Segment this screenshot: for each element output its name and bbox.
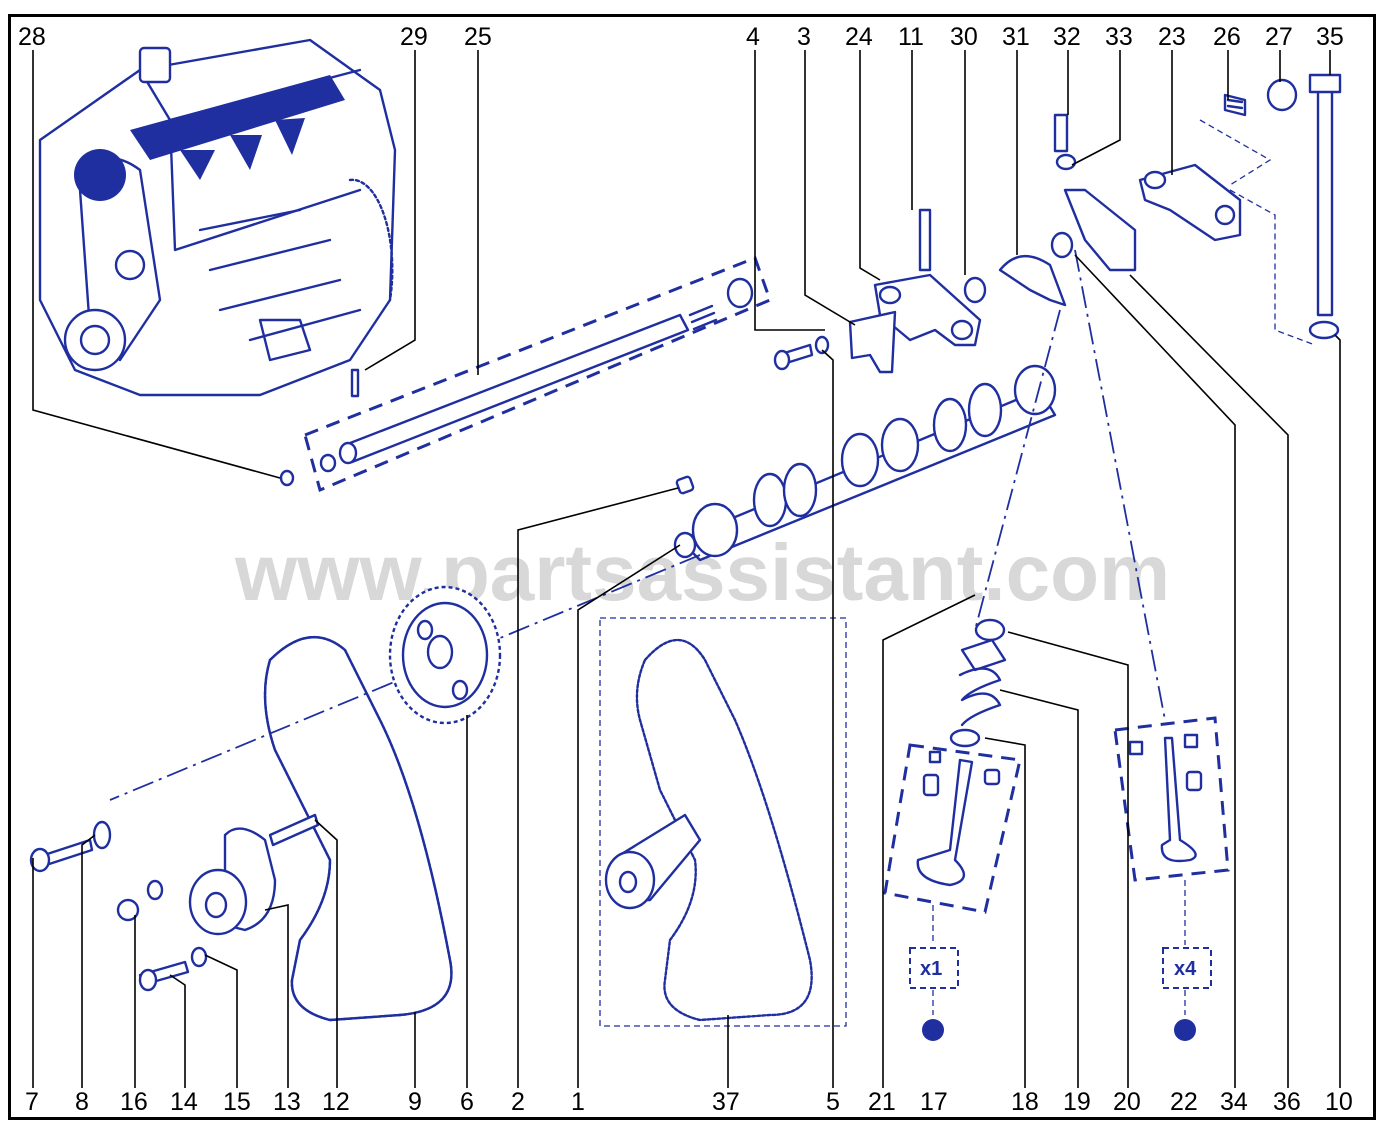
- rocker-arms: [998, 73, 1342, 346]
- label-9: 9: [408, 1088, 422, 1116]
- crank-axis: [109, 554, 701, 801]
- label-16: 16: [120, 1088, 148, 1116]
- label-31: 31: [1002, 23, 1030, 51]
- engine-thumbnail: [38, 38, 397, 397]
- label-23: 23: [1158, 23, 1186, 51]
- label-14: 14: [170, 1088, 198, 1116]
- label-32: 32: [1053, 23, 1081, 51]
- label-24: 24: [845, 23, 873, 51]
- qty-x4: x4: [1174, 958, 1197, 980]
- label-7: 7: [25, 1088, 39, 1116]
- label-22: 22: [1170, 1088, 1198, 1116]
- exhaust-valve-group: [1113, 716, 1230, 882]
- label-12: 12: [322, 1088, 350, 1116]
- leader-lines: [32, 50, 1341, 1088]
- label-2: 2: [511, 1088, 525, 1116]
- label-28: 28: [18, 23, 46, 51]
- qty-x1: x1: [920, 958, 942, 980]
- label-26: 26: [1213, 23, 1241, 51]
- label-3: 3: [797, 23, 811, 51]
- qty-badge-intake: x1: [909, 905, 959, 1041]
- label-27: 27: [1265, 23, 1293, 51]
- qty-badge-exhaust: x4: [1162, 880, 1212, 1041]
- label-8: 8: [75, 1088, 89, 1116]
- label-18: 18: [1011, 1088, 1039, 1116]
- intake-valve-group: [883, 743, 1022, 914]
- label-34: 34: [1220, 1088, 1248, 1116]
- label-20: 20: [1113, 1088, 1141, 1116]
- label-1: 1: [571, 1088, 585, 1116]
- label-4: 4: [746, 23, 760, 51]
- label-11: 11: [898, 23, 924, 51]
- valve-spring-stack: [949, 618, 1007, 748]
- label-21: 21: [868, 1088, 896, 1116]
- label-5: 5: [826, 1088, 840, 1116]
- camshaft: [673, 364, 1057, 562]
- label-37: 37: [712, 1088, 740, 1116]
- timing-belt-main: [263, 636, 453, 1022]
- label-29: 29: [400, 23, 428, 51]
- timing-kit-box: [599, 617, 847, 1027]
- pedestal-front: [773, 208, 987, 374]
- exhaust-axis: [1074, 249, 1166, 721]
- label-17: 17: [920, 1088, 948, 1116]
- rocker-shaft-group: [279, 256, 772, 493]
- label-15: 15: [223, 1088, 251, 1116]
- label-25: 25: [464, 23, 492, 51]
- label-35: 35: [1316, 23, 1344, 51]
- bottom-labels: 7 8 16 14 15 13 12 9 6 2 1 37 5 21 17 18…: [25, 1088, 1353, 1116]
- camshaft-sprocket: [388, 585, 502, 725]
- label-10: 10: [1325, 1088, 1353, 1116]
- label-19: 19: [1063, 1088, 1091, 1116]
- top-labels: 28 29 25 4 3 24 11 30 31 32 33 23 26 27 …: [18, 23, 1344, 51]
- label-30: 30: [950, 23, 978, 51]
- label-33: 33: [1105, 23, 1133, 51]
- label-13: 13: [273, 1088, 301, 1116]
- label-36: 36: [1273, 1088, 1301, 1116]
- label-6: 6: [460, 1088, 474, 1116]
- tensioner-left: [29, 813, 320, 992]
- intake-axis: [974, 309, 1061, 631]
